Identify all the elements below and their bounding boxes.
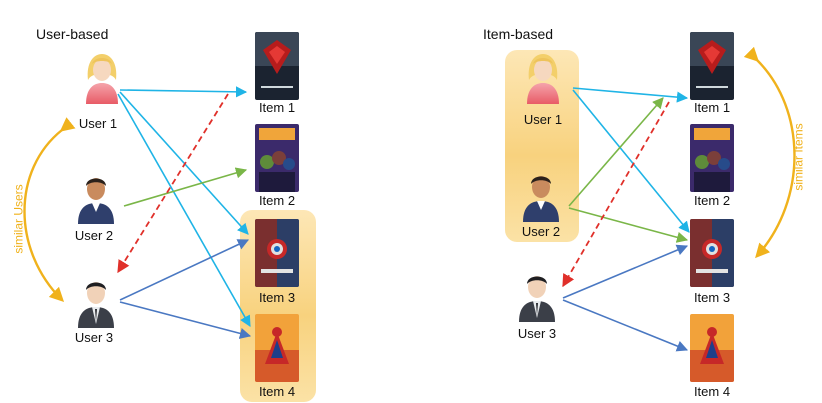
arrow-user3-item3 [562,244,689,299]
item3-label: Item 3 [693,290,731,305]
similar-users-arc [23,117,76,303]
item1-label: Item 1 [258,100,296,115]
user2-label: User 2 [74,228,114,243]
businessman-avatar-icon [74,276,118,328]
item2-label: Item 2 [693,193,731,208]
recommend-arrow-item1-user3 [562,101,670,288]
woman-avatar-icon [521,52,565,104]
item1-label: Item 1 [693,100,731,115]
panel-title: User-based [36,26,109,42]
woman-avatar-icon [80,52,124,104]
spider-man-poster [690,314,734,382]
rating-arrows [23,86,252,339]
item-based-panel: Item-based similar Items User 1 [411,0,822,403]
man-avatar-icon [519,170,563,222]
similar-items-label: similar Items [791,123,806,191]
user1-label: User 1 [523,112,563,127]
similar-users-label: similar Users [11,184,26,254]
spider-man-poster [255,314,299,382]
item4-label: Item 4 [693,384,731,399]
arrow-user2-item3 [568,207,689,243]
batman-v-superman-poster [255,32,299,100]
user1-label: User 1 [78,116,118,131]
user3-label: User 3 [74,330,114,345]
arrow-user3-item4 [562,299,689,352]
item3-label: Item 3 [258,290,296,305]
user3-label: User 3 [517,326,557,341]
rating-arrows [562,46,796,352]
similar-items-arc [743,46,796,259]
arrow-user2-item1 [568,97,664,207]
recommend-arrow-item1-user3 [117,93,229,274]
arrow-user1-item1 [572,87,689,103]
arrow-user1-item3 [119,91,249,235]
arrow-user2-item2 [123,167,248,207]
businessman-avatar-icon [515,270,559,322]
arrow-user3-item3 [119,239,250,301]
item2-label: Item 2 [258,193,296,208]
batman-v-superman-poster [690,32,734,100]
arrow-user1-item3 [572,89,690,233]
user-based-panel: User-based similar Users User 1 [11,26,316,402]
arrow-user1-item4 [117,93,251,327]
arrow-user3-item4 [119,301,252,339]
guardians-of-the-galaxy-poster [690,124,734,192]
panel-title: Item-based [483,26,554,42]
captain-america-civil-war-poster [690,219,734,287]
user2-label: User 2 [521,224,561,239]
arrow-user1-item1 [119,86,248,98]
item4-label: Item 4 [258,384,296,399]
man-avatar-icon [74,172,118,224]
captain-america-civil-war-poster [255,219,299,287]
guardians-of-the-galaxy-poster [255,124,299,192]
